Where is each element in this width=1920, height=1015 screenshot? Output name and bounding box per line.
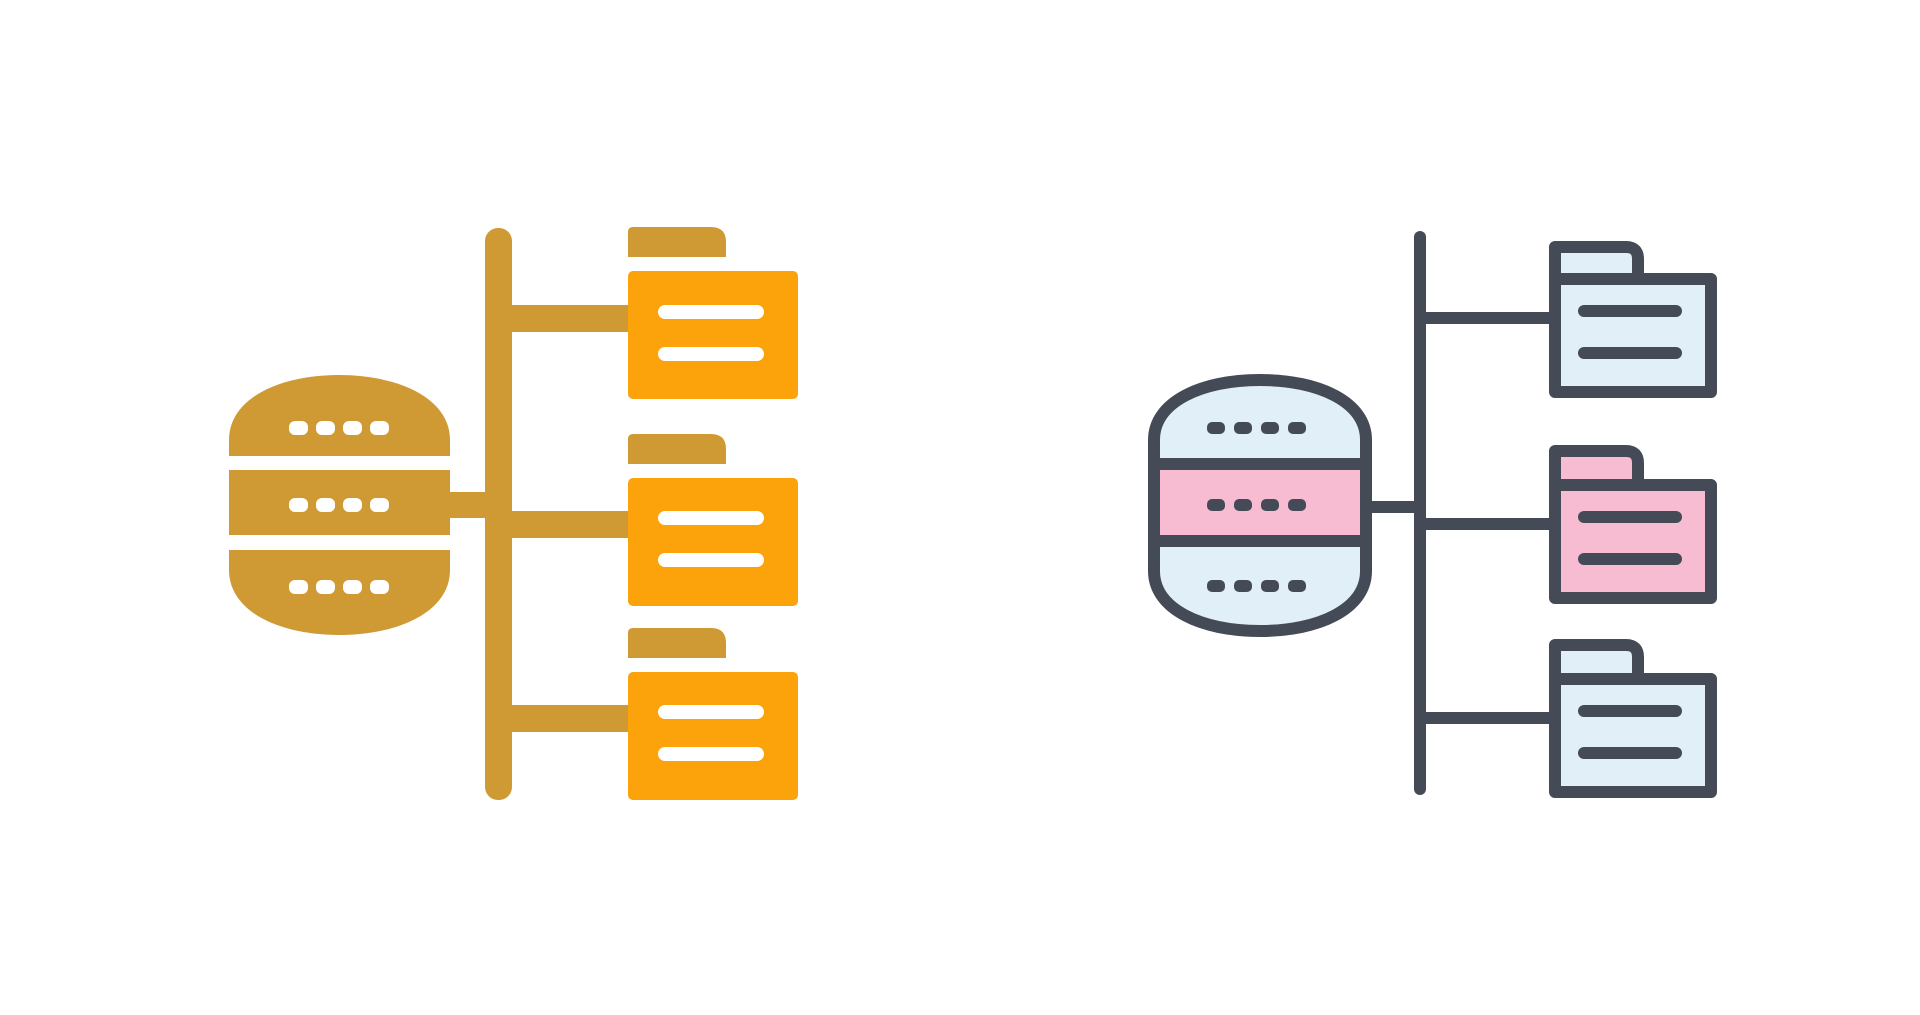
connector-lines <box>1364 231 1561 795</box>
database-folders-filled-outline-icon <box>1148 231 1717 798</box>
folder-icon <box>1549 241 1717 398</box>
folder-icon <box>628 434 798 606</box>
database-icon <box>1148 374 1372 637</box>
database-folders-glyph-icon <box>229 227 798 800</box>
folder-icon <box>1549 639 1717 798</box>
folder-icon <box>1549 445 1717 604</box>
database-icon <box>229 375 450 635</box>
connector-lines <box>450 228 632 800</box>
folder-icon <box>628 628 798 800</box>
folder-icon <box>628 227 798 399</box>
